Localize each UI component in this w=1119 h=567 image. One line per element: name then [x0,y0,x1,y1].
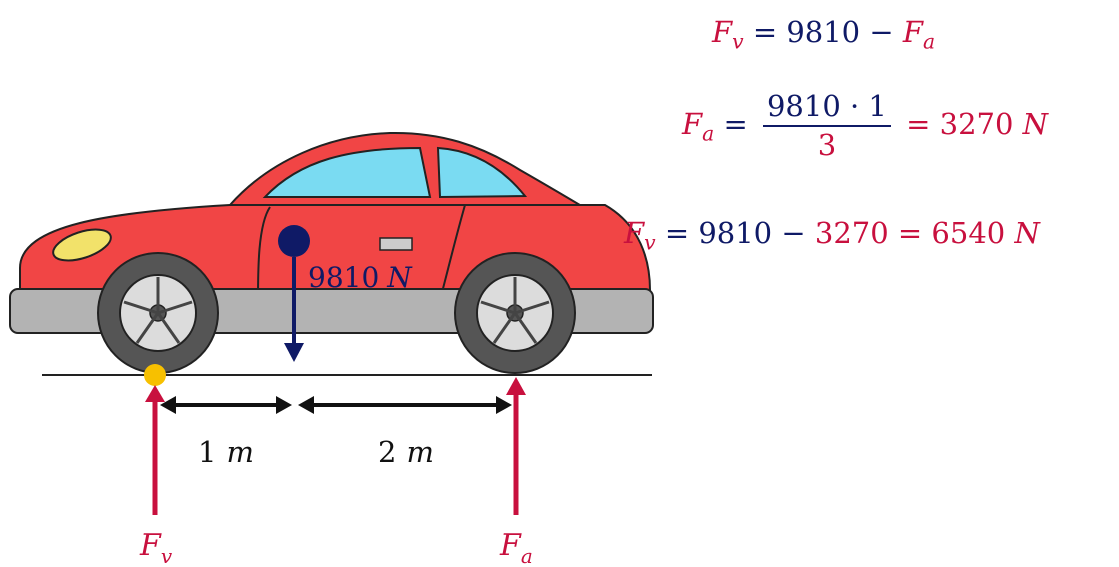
eq3-unit: N [1014,216,1040,250]
distance-arrow-2 [298,396,512,414]
eq2-unit: N [1022,107,1049,141]
rear-window [436,146,528,199]
front-force-arrow-head [145,385,165,402]
weight-arrow-head [284,343,304,362]
car [9,131,654,374]
eq1-lhs-sub: v [732,29,744,54]
rear-force-label: Fa [499,528,533,567]
weight-unit: N [386,261,413,294]
eq1-rhs-symbol: F [902,15,923,49]
eq3-lhs-symbol: F [624,216,645,250]
eq2-eq-sign: = [723,107,748,141]
eq2-result: = 3270 [906,107,1014,141]
headlight [52,228,112,262]
eq1-rhs-number: = 9810 − [752,15,894,49]
rear-force-arrow-head [506,377,526,395]
pivot-point [144,364,166,386]
center-of-mass-dot [278,225,310,257]
eq2-lhs-symbol: F [682,107,703,141]
front-force-label: Fv [139,528,173,567]
eq2-denominator: 3 [817,128,837,162]
front-window [262,146,432,198]
distance-arrow-1 [160,396,292,414]
equation-1: Fv = 9810 − Fa [712,18,935,52]
eq1-lhs-symbol: F [712,15,733,49]
eq2-numerator: 9810 · 1 [762,92,891,127]
eq3-part2: 3270 [814,216,889,250]
rear-wheel [454,252,576,374]
front-wheel [97,252,219,374]
equation-3: Fv = 9810 − 3270 = 6540 N [624,219,1040,253]
eq2-lhs-sub: a [702,121,715,146]
eq3-part3: = 6540 [897,216,1006,250]
weight-value: 9810 [308,261,379,294]
equation-2: Fa = 9810 · 1 3 = 3270 N [682,92,1048,160]
eq1-rhs-sub: a [923,29,936,54]
eq3-lhs-sub: v [644,230,656,255]
eq2-fraction: 9810 · 1 3 [762,92,891,162]
eq3-part1: = 9810 − [664,216,806,250]
door-handle [379,237,413,251]
